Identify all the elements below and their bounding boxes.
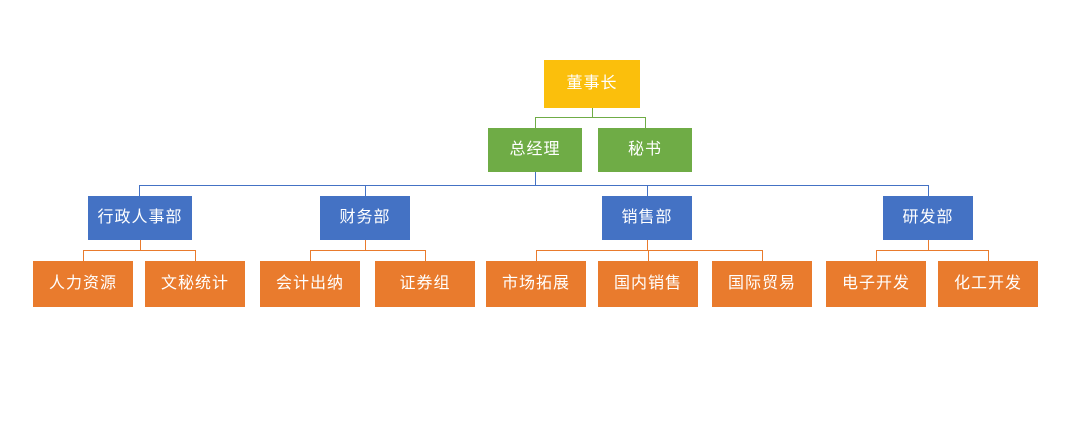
connector-to-electronics-development: [876, 250, 877, 261]
node-rnd-dept[interactable]: 研发部: [883, 196, 973, 240]
connector-to-sales-dept: [647, 185, 648, 196]
connector-admin-hr-stem: [140, 240, 141, 250]
connector-to-rnd-dept: [928, 185, 929, 196]
connector-chairman-bar: [535, 117, 645, 118]
connector-sales-stem: [647, 240, 648, 250]
node-international-trade[interactable]: 国际贸易: [712, 261, 812, 307]
connector-admin-hr-bar: [83, 250, 195, 251]
node-finance-dept[interactable]: 财务部: [320, 196, 410, 240]
connector-to-general-manager: [535, 117, 536, 128]
node-chemical-development[interactable]: 化工开发: [938, 261, 1038, 307]
node-electronics-development[interactable]: 电子开发: [826, 261, 926, 307]
node-secretarial-statistics[interactable]: 文秘统计: [145, 261, 245, 307]
node-chairman[interactable]: 董事长: [544, 60, 640, 108]
connector-to-admin-hr-dept: [139, 185, 140, 196]
node-accounting-cashier[interactable]: 会计出纳: [260, 261, 360, 307]
node-sales-dept[interactable]: 销售部: [602, 196, 692, 240]
connector-to-chemical-development: [988, 250, 989, 261]
node-market-development[interactable]: 市场拓展: [486, 261, 586, 307]
connector-rnd-bar: [876, 250, 988, 251]
connector-to-secretary: [645, 117, 646, 128]
node-general-manager[interactable]: 总经理: [488, 128, 582, 172]
node-human-resources[interactable]: 人力资源: [33, 261, 133, 307]
connector-rnd-stem: [928, 240, 929, 250]
connector-dept-bar: [139, 185, 928, 186]
connector-to-human-resources: [83, 250, 84, 261]
connector-gm-stem: [535, 172, 536, 185]
connector-finance-stem: [365, 240, 366, 250]
node-securities-group[interactable]: 证券组: [375, 261, 475, 307]
node-admin-hr-dept[interactable]: 行政人事部: [88, 196, 192, 240]
connector-to-secretarial-statistics: [195, 250, 196, 261]
connector-sales-bar: [536, 250, 762, 251]
connector-to-market-development: [536, 250, 537, 261]
connector-to-securities-group: [425, 250, 426, 261]
connector-finance-bar: [310, 250, 425, 251]
connector-to-accounting-cashier: [310, 250, 311, 261]
node-domestic-sales[interactable]: 国内销售: [598, 261, 698, 307]
connector-to-finance-dept: [365, 185, 366, 196]
node-secretary[interactable]: 秘书: [598, 128, 692, 172]
connector-to-international-trade: [762, 250, 763, 261]
connector-chairman-stem: [592, 108, 593, 117]
connector-to-domestic-sales: [648, 250, 649, 261]
